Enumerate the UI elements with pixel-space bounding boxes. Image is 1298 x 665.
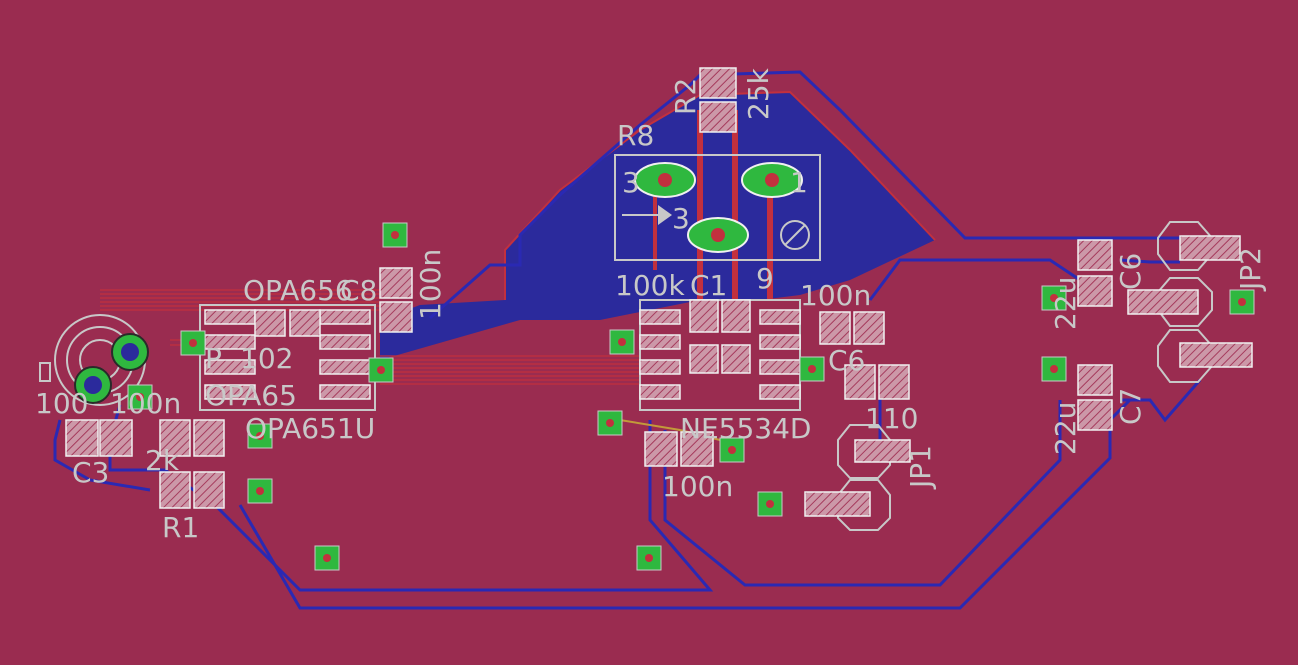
pad-r2-b bbox=[699, 101, 737, 133]
pad-ic2-2 bbox=[639, 334, 681, 350]
pad-r1-a bbox=[159, 471, 191, 509]
pad-c8-a bbox=[379, 267, 413, 299]
label-pot-pin3b: 3 bbox=[672, 202, 690, 235]
label-c-22u-a: 22u bbox=[1049, 277, 1082, 330]
pad-ic2-6 bbox=[759, 334, 801, 350]
label-r1: R1 bbox=[162, 511, 199, 544]
label-c4-value: 100n bbox=[110, 387, 181, 420]
pad-ic2-1 bbox=[639, 309, 681, 325]
label-c8-value: 100n bbox=[414, 249, 447, 320]
label-opa-c: OPA65 bbox=[205, 379, 297, 412]
pad-c6-a bbox=[819, 311, 851, 345]
label-c6b: C6 bbox=[1114, 253, 1147, 290]
pad-jp2-b bbox=[1127, 289, 1199, 315]
pad-c6b-a bbox=[1077, 239, 1113, 271]
label-pot-pin3a: 3 bbox=[622, 166, 640, 199]
pad-opa-4 bbox=[204, 384, 256, 400]
label-r2: R2 bbox=[669, 78, 702, 115]
via bbox=[247, 478, 273, 504]
pad-ic2-mid-b bbox=[721, 344, 751, 374]
pad-opa-1 bbox=[204, 309, 256, 325]
trimmer-pads bbox=[622, 162, 810, 253]
pad-c1-a bbox=[689, 299, 719, 333]
pad-jp2-c bbox=[1179, 342, 1253, 368]
input-connector-pads bbox=[74, 333, 149, 404]
label-r8: R8 bbox=[617, 119, 654, 152]
pad-ic2-4 bbox=[639, 384, 681, 400]
label-c1-value: 100n bbox=[800, 279, 871, 312]
label-jp1: JP1 bbox=[904, 445, 937, 490]
label-c6: C6 bbox=[828, 344, 865, 377]
pad-ic2-7 bbox=[759, 359, 801, 375]
label-opa-a: OPA656 bbox=[243, 274, 353, 307]
pad-opa-mid-b bbox=[289, 309, 321, 337]
pad-opa-7 bbox=[319, 359, 371, 375]
pad-c3-a bbox=[65, 419, 99, 457]
pad-c1-b bbox=[721, 299, 751, 333]
label-p: P bbox=[205, 342, 222, 375]
label-c3-value: 100 bbox=[35, 387, 88, 420]
label-c3: C3 bbox=[72, 456, 109, 489]
pot-adjust-icon bbox=[780, 220, 810, 250]
pad-opa-mid-a bbox=[254, 309, 286, 337]
label-c8: C8 bbox=[340, 274, 377, 307]
label-c1: C1 bbox=[690, 269, 727, 302]
pad-ic2-8 bbox=[759, 384, 801, 400]
pad-opa-6 bbox=[319, 334, 371, 350]
label-jp2: JP2 bbox=[1234, 247, 1267, 292]
vias bbox=[127, 222, 1255, 571]
pad-c7-a bbox=[1077, 364, 1113, 396]
pad-110-b bbox=[878, 364, 910, 400]
pad-opa-8 bbox=[319, 384, 371, 400]
component-labels: R2 25k R8 3 1 3 100k C1 9 100n C6 110 NE… bbox=[35, 67, 1267, 544]
label-c-22u-b: 22u bbox=[1049, 402, 1082, 455]
via-holes bbox=[136, 231, 1246, 562]
red-trace-bus bbox=[100, 110, 773, 441]
label-c5-value: 100n bbox=[662, 470, 733, 503]
ground-outline bbox=[504, 90, 936, 300]
pad-jp1-b bbox=[804, 491, 871, 517]
label-110: 110 bbox=[865, 402, 918, 435]
pad-c8-b bbox=[379, 301, 413, 333]
pad-c7-b bbox=[1077, 399, 1113, 431]
pad-r2-a bbox=[699, 67, 737, 99]
copper-pour bbox=[380, 92, 935, 360]
label-r2-value: 25k bbox=[742, 67, 775, 120]
pad-c4-b bbox=[193, 419, 225, 457]
pad-r1-b bbox=[193, 471, 225, 509]
pad-c6b-b bbox=[1077, 275, 1113, 307]
pad-c5-b bbox=[680, 431, 714, 467]
pad-110-a bbox=[844, 364, 876, 400]
pad-c5-a bbox=[644, 431, 678, 467]
label-ic2: NE5534D bbox=[680, 412, 811, 445]
label-mid: 102 bbox=[240, 342, 293, 375]
pad-ic2-5 bbox=[759, 309, 801, 325]
pad-c4-a bbox=[159, 419, 191, 457]
smd-pads bbox=[65, 67, 1253, 517]
pad-c6-b bbox=[853, 311, 885, 345]
pad-jp2-a bbox=[1179, 235, 1241, 261]
label-pot-pin1: 1 bbox=[790, 166, 808, 199]
label-r1-value: 2k bbox=[145, 444, 180, 477]
pad-c3-b bbox=[99, 419, 133, 457]
pad-ic2-mid-a bbox=[689, 344, 719, 374]
label-c1-extra: 9 bbox=[756, 262, 774, 295]
label-opa-b: OPA651U bbox=[245, 412, 375, 445]
pad-opa-3 bbox=[204, 359, 256, 375]
pad-opa-5 bbox=[319, 309, 371, 325]
label-c7: C7 bbox=[1114, 388, 1147, 425]
pad-jp1-a bbox=[854, 439, 911, 463]
pad-ic2-3 bbox=[639, 359, 681, 375]
label-pot-value: 100k bbox=[615, 269, 685, 302]
